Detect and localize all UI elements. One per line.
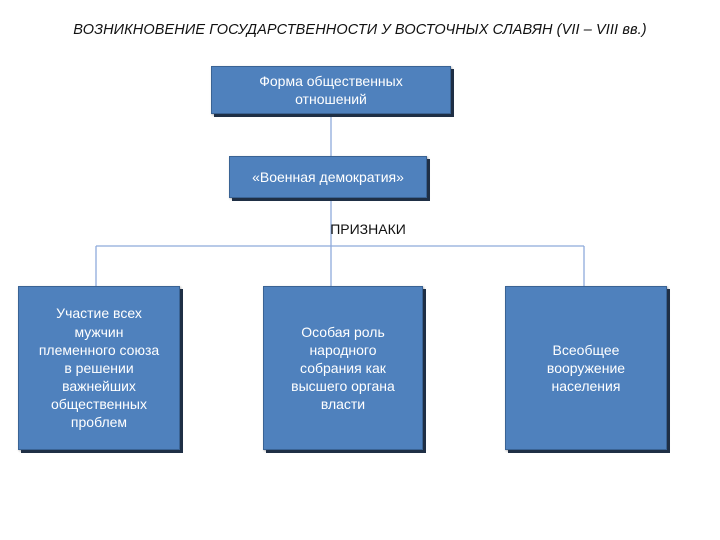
signs-label: ПРИЗНАКИ: [330, 221, 406, 237]
sign-box-participation: Участие всех мужчин племенного союза в р…: [18, 286, 180, 450]
form-of-relations-box: Форма общественных отношений: [211, 66, 451, 114]
page-title: ВОЗНИКНОВЕНИЕ ГОСУДАРСТВЕННОСТИ У ВОСТОЧ…: [73, 22, 647, 38]
military-democracy-box: «Военная демократия»: [229, 156, 427, 198]
sign-box-assembly: Особая роль народного собрания как высше…: [263, 286, 423, 450]
sign-box-armament: Всеобщее вооружение населения: [505, 286, 667, 450]
form-of-relations-text: Форма общественных отношений: [259, 72, 403, 107]
military-democracy-text: «Военная демократия»: [252, 168, 404, 185]
sign-text-assembly: Особая роль народного собрания как высше…: [291, 323, 395, 413]
sign-text-participation: Участие всех мужчин племенного союза в р…: [38, 305, 160, 431]
sign-text-armament: Всеобщее вооружение населения: [546, 341, 626, 395]
